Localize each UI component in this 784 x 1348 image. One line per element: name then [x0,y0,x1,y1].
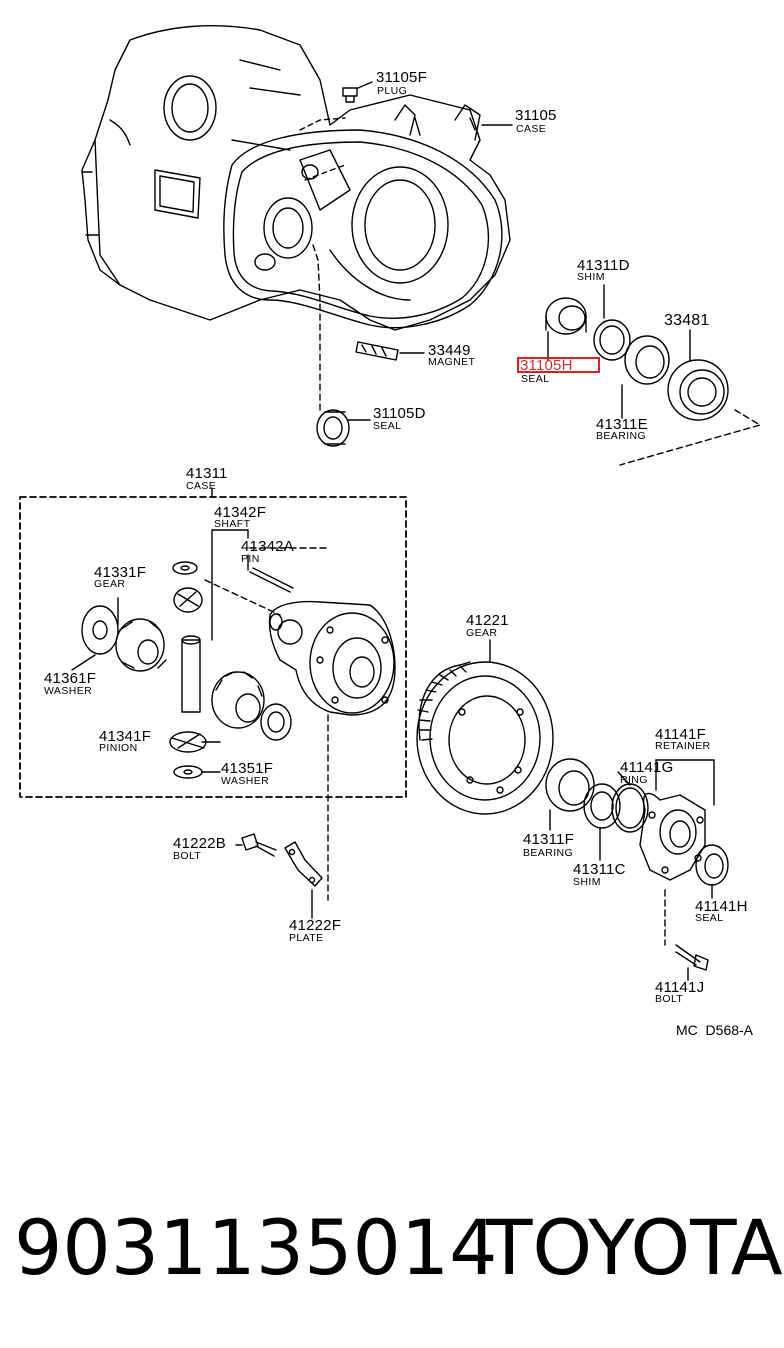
part-number-31105[interactable]: 31105 [515,107,557,124]
part-name-seal-31105H: SEAL [521,373,550,385]
part-name-washer-41361F: WASHER [44,685,93,697]
seal-31105D-drawing [313,245,370,446]
part-number-41311E[interactable]: 41311E [596,416,648,433]
differential-case-box [20,488,406,900]
part-name-case-41311: CASE [186,480,217,492]
part-number-41311D[interactable]: 41311D [577,257,630,274]
magnet-drawing [356,342,424,360]
part-name-ring: RING [620,774,648,786]
part-name-case: CASE [516,123,547,135]
part-number-41141F[interactable]: 41141F [655,726,706,743]
part-name-bearing-41311E: BEARING [596,430,647,442]
part-name-retainer: RETAINER [655,740,711,752]
part-number-41222B[interactable]: 41222B [173,835,226,852]
part-name-bolt-41141J: BOLT [655,993,684,1005]
part-number-41141G[interactable]: 41141G [620,759,674,776]
part-name-pinion: PINION [99,742,138,754]
part-number-41222F[interactable]: 41222F [289,917,342,934]
footer-part-number: 9031135014 [14,1203,498,1292]
part-number-41311C[interactable]: 41311C [573,861,626,878]
right-bearing-group-drawing [546,285,760,465]
part-number-33449[interactable]: 33449 [428,342,471,359]
part-number-31105F[interactable]: 31105F [376,69,427,86]
footer-brand: TOYOTA [486,1203,783,1292]
retainer-group-drawing [546,759,728,980]
part-number-41341F[interactable]: 41341F [99,728,152,745]
part-name-shaft: SHAFT [214,518,251,530]
footer: 9031135014 TOYOTA [0,1190,784,1310]
part-number-41351F[interactable]: 41351F [221,760,274,777]
part-number-41342F[interactable]: 41342F [214,504,267,521]
diagram-code: MC D568-A [676,1022,754,1038]
part-name-gear-41331F: GEAR [94,578,126,590]
part-name-pin: PIN [241,553,260,565]
part-number-33481[interactable]: 33481 [664,312,710,329]
part-number-41311F[interactable]: 41311F [523,831,574,848]
part-number-41221[interactable]: 41221 [466,612,509,629]
diagram-drawing [0,0,784,1080]
part-number-41141H[interactable]: 41141H [695,898,748,915]
exploded-parts-diagram: 31105F PLUG 31105 CASE 41311D SHIM 33481… [0,0,784,1080]
part-number-41141J[interactable]: 41141J [655,979,705,996]
part-name-shim: SHIM [577,271,605,283]
part-name-shim-41311C: SHIM [573,876,601,888]
part-name-washer-41351F: WASHER [221,775,270,787]
part-name-bearing-41311F: BEARING [523,847,574,859]
part-name-plug: PLUG [377,85,408,97]
part-name-seal-41141H: SEAL [695,912,724,924]
part-name-gear-41221: GEAR [466,627,498,639]
part-number-41331F[interactable]: 41331F [94,564,147,581]
highlight-box-31105H [517,357,600,373]
ring-gear-drawing [417,640,553,814]
part-number-41361F[interactable]: 41361F [44,670,97,687]
part-number-41342A[interactable]: 41342A [241,538,294,555]
part-number-31105H[interactable]: 31105H [520,357,573,374]
part-name-magnet: MAGNET [428,356,476,368]
part-name-seal-31105D: SEAL [373,420,402,432]
transmission-case-drawing [82,26,512,330]
part-name-plate: PLATE [289,932,324,944]
part-number-41311[interactable]: 41311 [186,465,228,482]
part-name-bolt-41222B: BOLT [173,850,202,862]
bolt-plate-drawing [236,834,322,918]
part-number-31105D[interactable]: 31105D [373,405,426,422]
